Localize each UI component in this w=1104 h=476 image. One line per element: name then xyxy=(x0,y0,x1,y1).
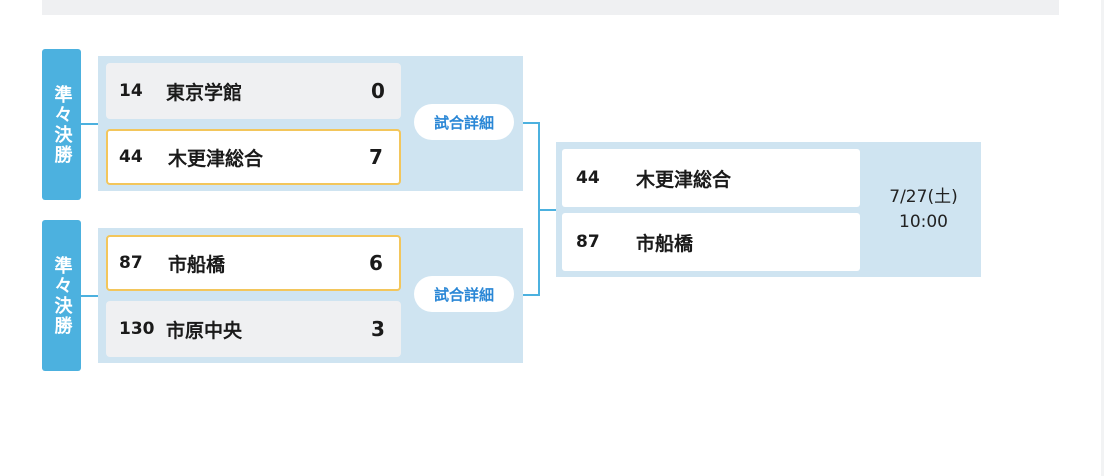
top-bar xyxy=(42,0,1059,15)
bracket-line xyxy=(523,122,539,124)
team-seed: 87 xyxy=(119,253,143,273)
round-label-connector xyxy=(81,295,98,297)
round-label: 準々決勝 xyxy=(42,220,81,371)
team-seed: 87 xyxy=(576,232,600,252)
team-seed: 14 xyxy=(119,81,143,101)
match-card: 87 市船橋 6 130 市原中央 3 試合詳細 xyxy=(98,228,523,363)
round-label-connector xyxy=(81,123,98,125)
match-detail-button[interactable]: 試合詳細 xyxy=(414,104,514,140)
next-match-card: 44 木更津総合 87 市船橋 7/27(土) 10:00 xyxy=(556,142,981,277)
match-schedule: 7/27(土) 10:00 xyxy=(861,185,986,235)
team-row-winner[interactable]: 44 木更津総合 7 xyxy=(106,129,401,185)
team-row[interactable]: 44 木更津総合 xyxy=(562,149,860,207)
team-row[interactable]: 130 市原中央 3 xyxy=(106,301,401,357)
bracket-line xyxy=(540,209,556,211)
team-seed: 130 xyxy=(119,319,155,339)
team-name: 東京学館 xyxy=(166,81,243,104)
team-score: 0 xyxy=(371,79,385,103)
match-date: 7/27(土) xyxy=(889,187,958,207)
team-seed: 44 xyxy=(576,168,600,188)
team-score: 7 xyxy=(369,145,383,169)
team-score: 6 xyxy=(369,251,383,275)
team-seed: 44 xyxy=(119,147,143,167)
team-name: 市船橋 xyxy=(168,253,226,276)
round-label: 準々決勝 xyxy=(42,49,81,200)
bracket-line xyxy=(523,294,539,296)
match-detail-button[interactable]: 試合詳細 xyxy=(414,276,514,312)
match-card: 14 東京学館 0 44 木更津総合 7 試合詳細 xyxy=(98,56,523,191)
team-name: 木更津総合 xyxy=(636,168,732,191)
team-score: 3 xyxy=(371,317,385,341)
team-row[interactable]: 14 東京学館 0 xyxy=(106,63,401,119)
team-name: 木更津総合 xyxy=(168,147,264,170)
team-row[interactable]: 87 市船橋 xyxy=(562,213,860,271)
bracket-line xyxy=(538,122,540,296)
team-name: 市船橋 xyxy=(636,232,694,255)
match-time: 10:00 xyxy=(899,212,948,232)
team-row-winner[interactable]: 87 市船橋 6 xyxy=(106,235,401,291)
team-name: 市原中央 xyxy=(166,319,243,342)
